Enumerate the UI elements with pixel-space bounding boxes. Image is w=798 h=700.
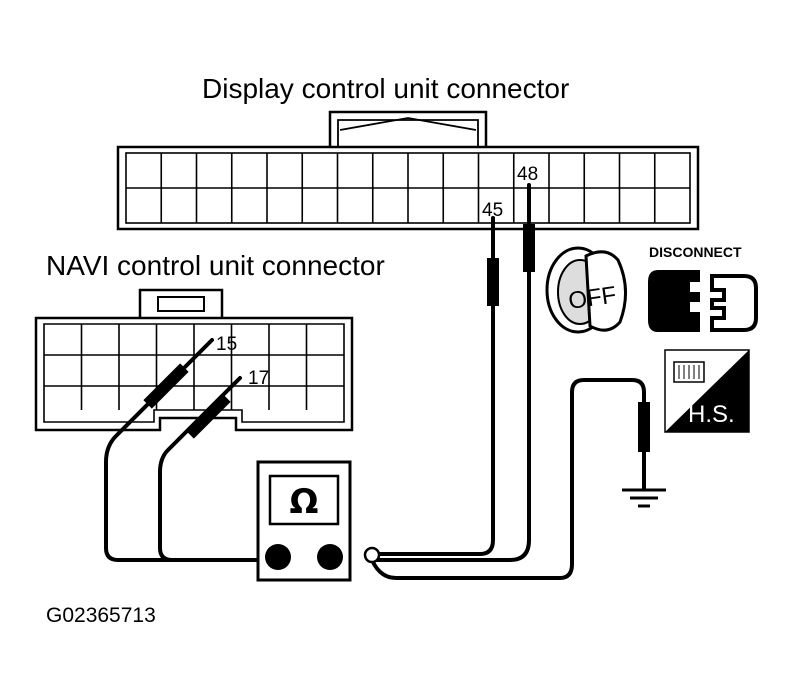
ignition-off-label: OFF <box>567 281 618 314</box>
probe-grip-15 <box>143 363 189 409</box>
display-connector <box>116 110 700 231</box>
probe-grip-17 <box>185 393 231 439</box>
ground-icon <box>622 488 666 508</box>
navi-connector <box>34 288 354 432</box>
disconnect-icon <box>648 270 758 332</box>
probe-grip-45 <box>487 258 499 306</box>
figure-code: G02365713 <box>46 604 156 627</box>
pin-label-15: 15 <box>216 334 237 355</box>
disconnect-label: DISCONNECT <box>649 244 742 260</box>
pin-label-17: 17 <box>248 368 269 389</box>
meter-terminal-left <box>265 544 291 570</box>
ohm-symbol: Ω <box>290 482 319 522</box>
pin-label-48: 48 <box>517 164 538 185</box>
wire-junction <box>363 546 381 564</box>
meter-terminal-right <box>317 544 343 570</box>
navi-connector-label: NAVI control unit connector <box>46 250 385 281</box>
ignition-off-icon <box>545 246 628 334</box>
probe-grip-48 <box>523 224 535 272</box>
harness-side-label: H.S. <box>688 401 735 428</box>
display-connector-label: Display control unit connector <box>202 73 569 104</box>
probe-wires <box>104 183 646 580</box>
ohmmeter <box>256 460 352 582</box>
pin-label-45: 45 <box>482 200 503 221</box>
harness-side-icon <box>664 349 750 433</box>
probe-grips <box>143 224 650 452</box>
probe-grip-ground <box>638 402 650 452</box>
